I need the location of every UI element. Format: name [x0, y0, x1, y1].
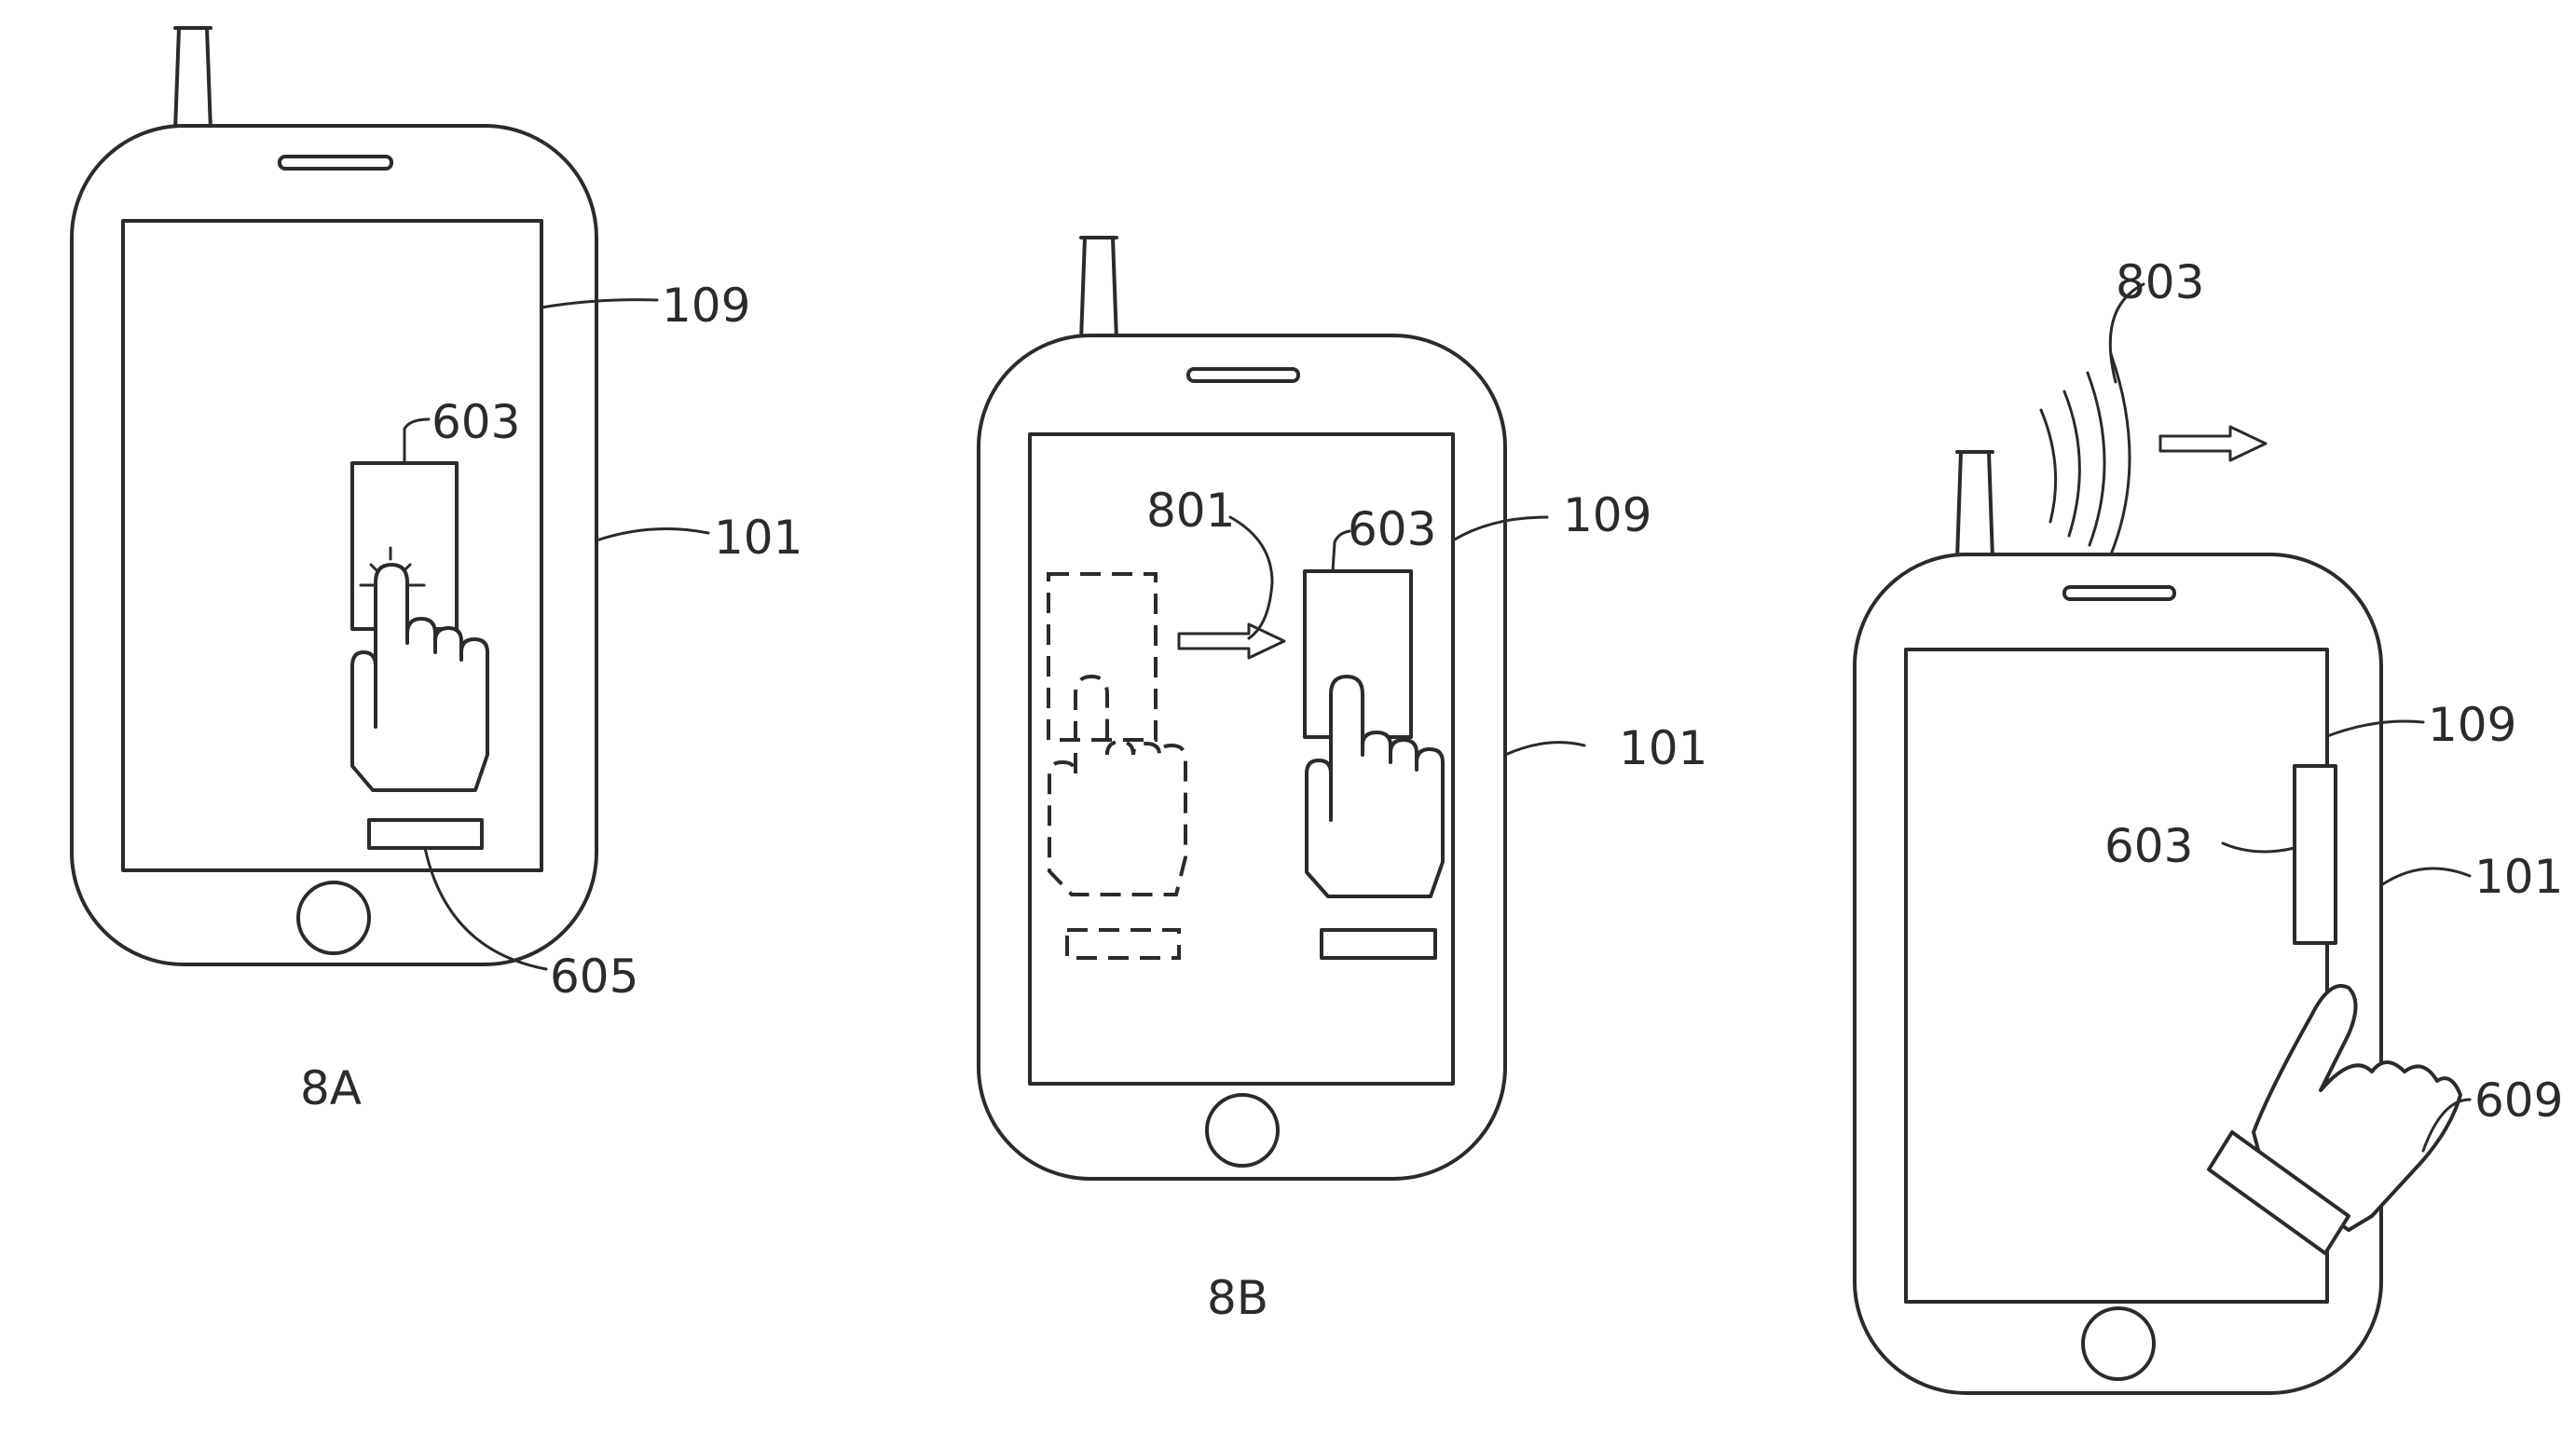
leader-603-a	[403, 417, 431, 465]
ref-609: 609	[2474, 1073, 2563, 1128]
leader-801	[1228, 515, 1274, 640]
pointing-hand-ghost-icon	[1048, 674, 1187, 896]
home-button	[2081, 1306, 2156, 1381]
card-603	[2293, 764, 2337, 945]
ref-109-b: 109	[1563, 488, 1651, 542]
leader-603-c	[2221, 841, 2296, 854]
ref-101-c: 101	[2474, 850, 2563, 904]
antenna-icon	[173, 26, 212, 132]
arrow-right-icon	[2158, 425, 2268, 462]
pointing-hand-icon	[1305, 675, 1445, 898]
ref-803: 803	[2116, 255, 2204, 309]
leader-803	[2108, 282, 2145, 384]
figure-label-8a: 8A	[300, 1061, 362, 1115]
home-button	[296, 881, 371, 955]
leader-101-a	[595, 527, 710, 542]
ref-109-c: 109	[2428, 698, 2516, 752]
ref-603-c: 603	[2104, 819, 2193, 873]
phone-screen	[1028, 432, 1455, 1086]
leader-109-a	[540, 298, 659, 309]
phone-body	[70, 124, 598, 966]
leader-109-b	[1451, 515, 1549, 542]
antenna-icon	[1079, 236, 1118, 342]
antenna-icon	[1955, 450, 1994, 561]
phone-screen	[121, 219, 543, 872]
ref-101-a: 101	[714, 511, 802, 565]
speaker-slot	[278, 155, 393, 171]
leader-603-b	[1331, 529, 1351, 573]
leader-609	[2421, 1098, 2472, 1153]
leader-101-c	[2379, 867, 2472, 887]
leader-605-a	[423, 846, 548, 971]
figure-8a: 109 603 101 605 8A	[70, 26, 802, 1115]
ref-101-b: 101	[1619, 721, 1707, 775]
signal-waves-icon	[2039, 352, 2131, 556]
pointing-hand-icon	[350, 563, 489, 792]
figure-8b: 801 603 109 101 8B	[977, 236, 1707, 1325]
ref-603-b: 603	[1348, 502, 1436, 556]
reader-605	[1320, 928, 1437, 960]
phone-body	[977, 334, 1507, 1181]
arrow-right-icon	[1177, 622, 1286, 660]
leader-101-b	[1503, 741, 1586, 757]
phone-screen	[1904, 648, 2329, 1304]
card-ghost	[1047, 572, 1158, 742]
ref-605-a: 605	[550, 950, 638, 1004]
figure-label-8b: 8B	[1207, 1271, 1268, 1325]
ref-109-a: 109	[662, 279, 750, 333]
speaker-slot	[1186, 367, 1300, 383]
ref-603-a: 603	[432, 395, 520, 449]
speaker-slot	[2062, 585, 2176, 601]
leader-109-c	[2325, 719, 2425, 738]
reader-ghost	[1065, 928, 1181, 960]
phone-body	[1853, 553, 2383, 1395]
tapping-hand-icon	[2207, 984, 2462, 1255]
figure-third: 803 109 603 101 609	[1853, 255, 2563, 1395]
home-button	[1205, 1093, 1280, 1168]
ref-801: 801	[1146, 484, 1235, 538]
